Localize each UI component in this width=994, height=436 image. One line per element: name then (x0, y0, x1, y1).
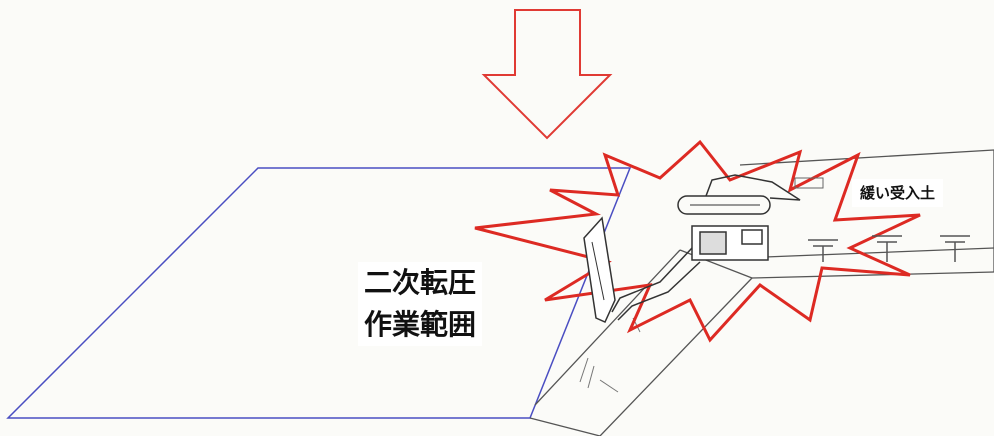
down-arrow-icon (481, 9, 613, 140)
excavator-icon (583, 174, 801, 323)
impact-burst-icon (474, 139, 921, 343)
compaction-area-label-line2: 作業範囲 (364, 308, 477, 341)
compaction-area-outline (6, 167, 632, 419)
slope-embankment (529, 149, 994, 436)
ground-level-icon (808, 235, 970, 262)
compaction-area-label: 二次転圧 作業範囲 (358, 262, 483, 346)
loose-soil-label: 緩い受入土 (852, 179, 944, 207)
compaction-area-label-line1: 二次転圧 (364, 266, 477, 299)
machine-tag (794, 177, 824, 189)
